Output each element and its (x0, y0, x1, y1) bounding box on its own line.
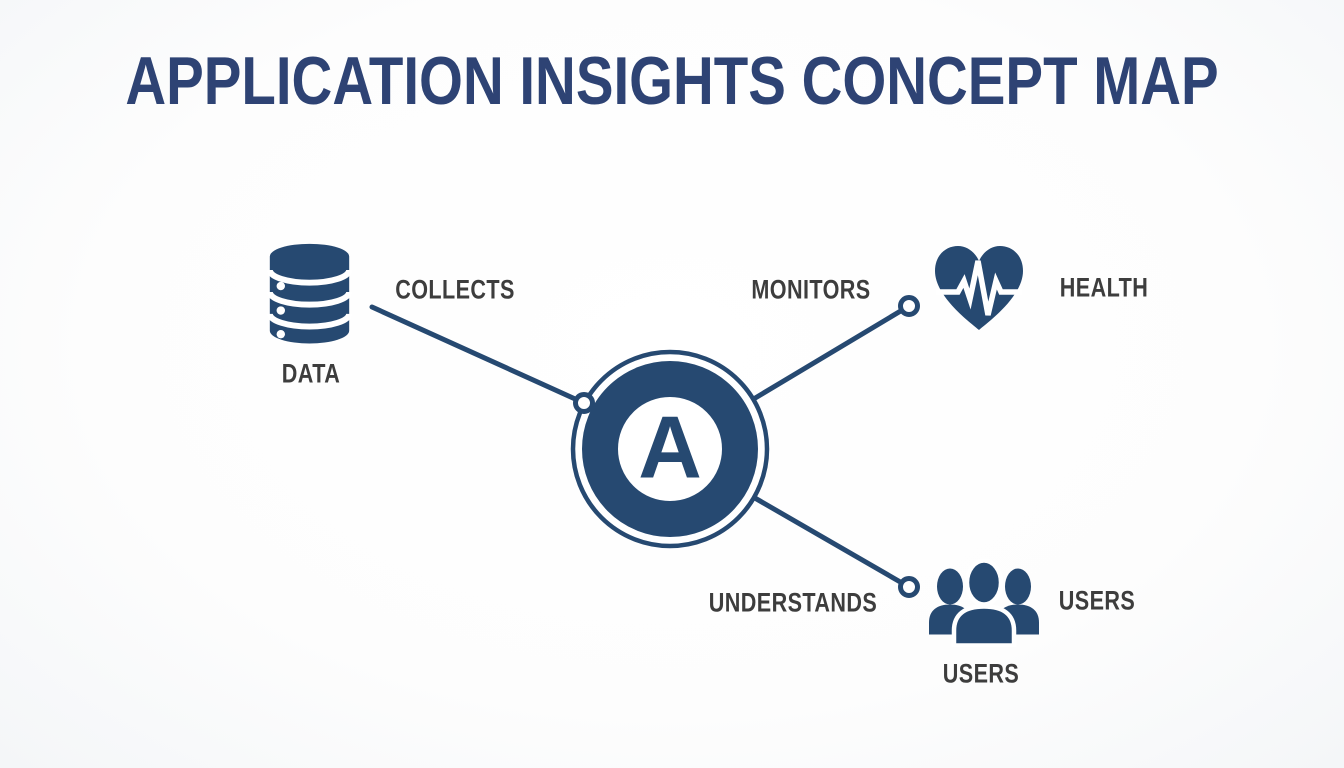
users-group-icon (929, 558, 1039, 647)
node-label-users-right: USERS (1058, 585, 1136, 616)
heart-shape (935, 246, 1023, 330)
user-body-center (951, 604, 1017, 647)
hub-letter: A (638, 397, 702, 497)
node-label-health: HEALTH (1059, 272, 1149, 303)
edge-collects-line (369, 304, 587, 406)
database-separator (267, 269, 352, 286)
connector-node-data (573, 392, 595, 414)
user-head-right (1005, 568, 1031, 605)
database-icon (267, 243, 352, 344)
database-dot (276, 306, 286, 315)
connector-node-health (898, 295, 920, 317)
edge-label-monitors: MONITORS (751, 274, 871, 305)
ecg-line (936, 260, 1022, 316)
node-label-users-below: USERS (942, 658, 1020, 689)
node-label-data: DATA (281, 358, 341, 389)
connector-node-users (898, 576, 920, 598)
page-title: APPLICATION INSIGHTS CONCEPT MAP (125, 43, 1219, 119)
database-dot (276, 281, 286, 291)
heart-pulse-icon (935, 246, 1023, 330)
edge-label-understands: UNDERSTANDS (708, 587, 878, 618)
database-dot (276, 329, 286, 339)
edge-label-collects: COLLECTS (395, 274, 515, 305)
user-head-left (937, 568, 963, 605)
database-body (269, 243, 350, 344)
database-separator (267, 291, 352, 308)
user-head-center (964, 558, 1004, 607)
hub-donut-ring (582, 361, 758, 537)
database-separator (267, 313, 352, 330)
